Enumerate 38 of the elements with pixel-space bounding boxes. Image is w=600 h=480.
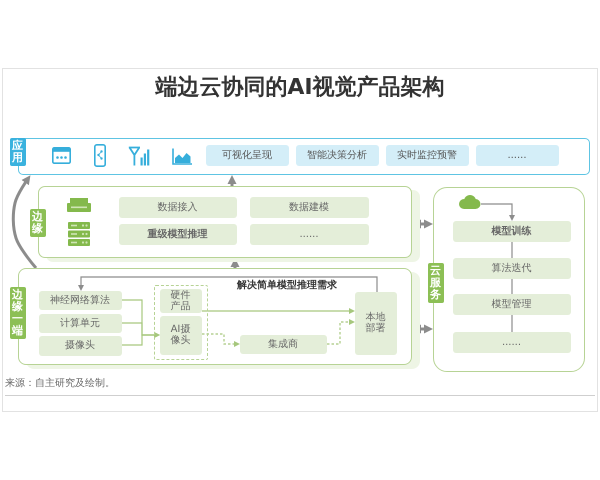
arrow — [202, 333, 240, 347]
function-block: 数据建模 — [250, 196, 368, 218]
edge-label: 解决简单模型推理需求 — [236, 280, 338, 292]
function-block: 摄像头 — [38, 336, 122, 356]
function-block: 神经网络算法 — [38, 290, 122, 310]
function-block: AI摄像头 — [160, 316, 202, 354]
arrow — [202, 308, 355, 314]
function-block: 计算单元 — [38, 314, 122, 332]
function-block: 模型管理 — [452, 294, 570, 314]
function-block: 算法迭代 — [452, 258, 570, 278]
connector-line — [511, 242, 513, 258]
function-block: 硬件产品 — [160, 288, 202, 312]
cloud-icon — [458, 194, 480, 208]
function-block: 实时监控预警 — [386, 144, 468, 166]
function-block: 数据接入 — [118, 196, 236, 218]
layer-label: 应用 — [10, 138, 26, 166]
diagram-title: 端边云协同的AI视觉产品架构 — [154, 75, 446, 101]
function-block: 可视化呈现 — [206, 144, 288, 166]
function-block: 模型训练 — [452, 220, 570, 242]
connector-line — [511, 315, 513, 332]
function-block: ...... — [476, 144, 558, 166]
layer-label: 边缘 — [30, 208, 46, 237]
arrow — [122, 332, 160, 346]
layer-label: 云服务 — [428, 262, 444, 303]
function-block: 本地部署 — [354, 292, 396, 354]
function-block: 重级模型推理 — [118, 224, 236, 244]
dashed-group-box — [154, 284, 208, 360]
arrow — [327, 319, 355, 345]
arrow — [481, 203, 515, 221]
function-block: 集成商 — [240, 334, 326, 354]
connector-line — [511, 279, 513, 294]
function-block: 智能决策分析 — [296, 144, 378, 166]
layer-label: 边缘一端 — [10, 286, 26, 339]
function-block: ...... — [452, 332, 570, 352]
arrow — [228, 175, 236, 186]
function-block: ...... — [250, 224, 368, 244]
source-note: 来源：自主研究及绘制。 — [5, 377, 115, 390]
arrow — [78, 276, 378, 292]
